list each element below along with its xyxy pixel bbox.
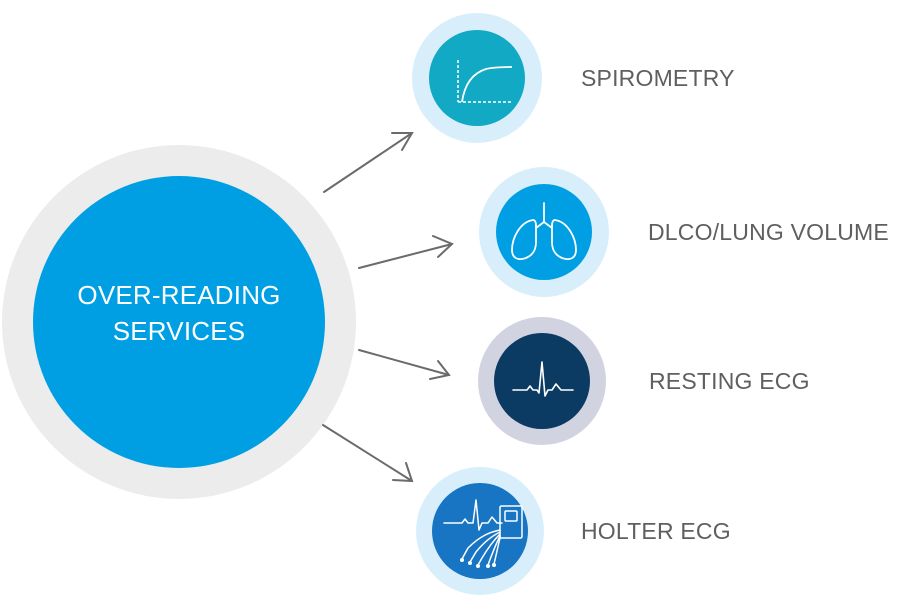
arrow-to-dlco: [358, 235, 454, 269]
arrow-to-spirometry: [323, 132, 414, 193]
arrow-to-holter: [322, 424, 414, 483]
service-node-holter: [416, 467, 544, 595]
connector-arrows: [322, 132, 454, 483]
resting-ecg-circle: [494, 333, 590, 429]
service-node-dlco: [479, 167, 609, 297]
service-node-spirometry: [412, 13, 542, 143]
dlco-circle: [496, 184, 592, 280]
spirometry-curve-icon: [457, 60, 513, 103]
holter-label: HOLTER ECG: [581, 518, 731, 544]
spirometry-label: SPIROMETRY: [581, 65, 735, 91]
dlco-label: DLCO/LUNG VOLUME: [648, 219, 889, 245]
hub-title-line2: SERVICES: [113, 316, 246, 346]
service-node-resting-ecg: [478, 317, 606, 445]
spirometry-circle: [429, 30, 525, 126]
hub-inner-circle: [33, 176, 325, 468]
holter-monitor-icon: [443, 499, 523, 566]
ecg-waveform-icon: [512, 361, 574, 397]
hub-title-line1: OVER-READING: [77, 280, 280, 310]
holter-circle: [432, 483, 528, 579]
resting-ecg-label: RESTING ECG: [649, 368, 810, 394]
holter-electrode-dots: [460, 558, 496, 568]
arrow-to-resting-ecg: [358, 349, 451, 380]
hub-node: OVER-READING SERVICES: [2, 145, 356, 499]
lungs-icon: [511, 202, 577, 261]
